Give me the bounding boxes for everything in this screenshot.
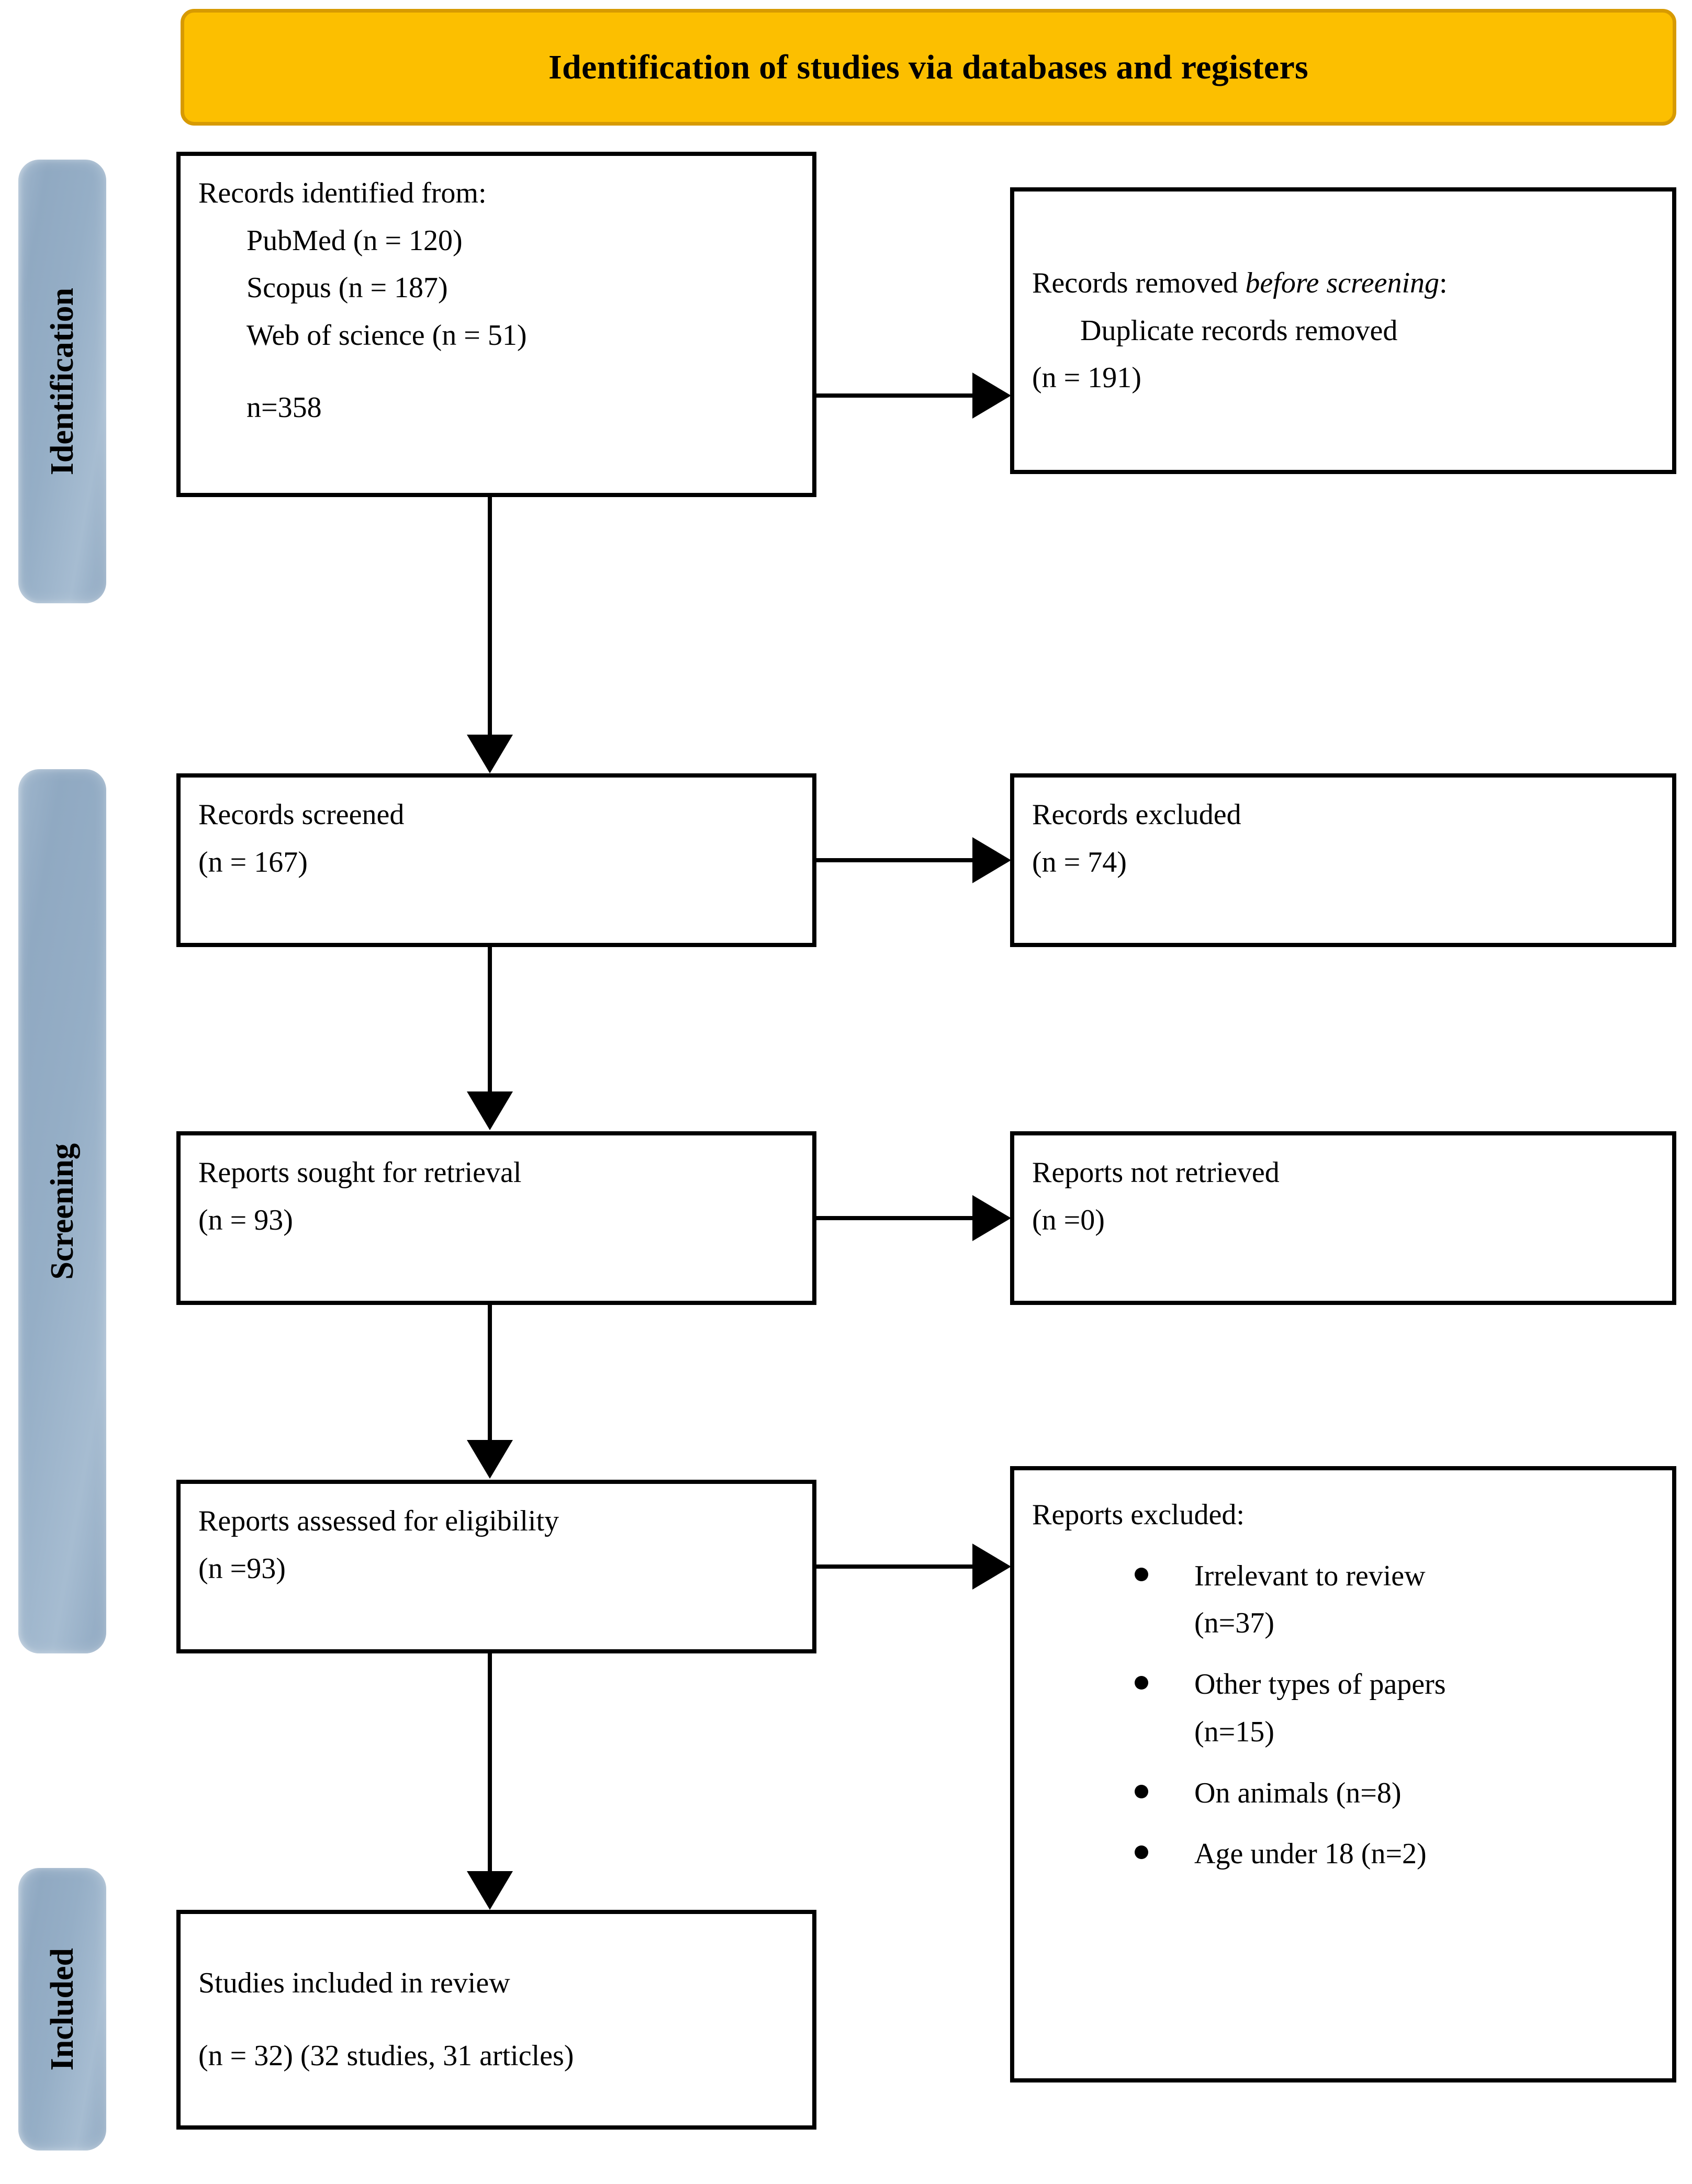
records-removed-emphasis: before screening xyxy=(1245,266,1440,299)
records-screened-title: Records screened xyxy=(198,798,405,831)
reports-assessed-count: (n =93) xyxy=(198,1552,286,1585)
records-excluded-title: Records excluded xyxy=(1032,798,1241,831)
reason-text: On animals (n=8) xyxy=(1194,1776,1402,1809)
box-records-screened: Records screened (n = 167) xyxy=(176,773,816,947)
duplicate-records-removed: Duplicate records removed xyxy=(1080,314,1398,347)
records-identified-total: n=358 xyxy=(246,391,322,424)
records-removed-count: (n = 191) xyxy=(1032,362,1141,395)
list-item: On animals (n=8) xyxy=(1032,1770,1654,1817)
connector-sought-to-not-retrieved xyxy=(816,1216,973,1220)
reason-text: Irrelevant to review xyxy=(1194,1559,1426,1592)
records-identified-title: Records identified from: xyxy=(198,177,487,209)
reports-assessed-title: Reports assessed for eligibility xyxy=(198,1505,559,1537)
box-reports-assessed-for-eligibility: Reports assessed for eligibility (n =93) xyxy=(176,1480,816,1653)
reason-text: Age under 18 (n=2) xyxy=(1194,1838,1427,1871)
arrowhead-sought-to-assessed xyxy=(467,1440,513,1479)
arrowhead-screened-to-sought xyxy=(467,1091,513,1130)
reports-sought-count: (n = 93) xyxy=(198,1203,293,1236)
page-title: Identification of studies via databases … xyxy=(548,48,1309,86)
reason-count: (n=37) xyxy=(1194,1607,1274,1640)
arrowhead-assessed-to-included xyxy=(467,1871,513,1910)
records-screened-count: (n = 167) xyxy=(198,846,308,879)
connector-assessed-to-included xyxy=(488,1653,492,1873)
records-removed-title: Records removed before screening: xyxy=(1032,260,1654,307)
box-records-excluded: Records excluded (n = 74) xyxy=(1010,773,1676,947)
bullet-icon xyxy=(1135,1676,1148,1690)
header-banner: Identification of studies via databases … xyxy=(181,9,1676,126)
spacer xyxy=(198,359,794,385)
source-web-of-science: Web of science (n = 51) xyxy=(246,319,527,352)
source-scopus: Scopus (n = 187) xyxy=(246,272,448,305)
box-reports-excluded: Reports excluded: Irrelevant to review (… xyxy=(1010,1466,1676,2082)
stage-label-screening: Screening xyxy=(44,1143,80,1280)
box-studies-included-in-review: Studies included in review (n = 32) (32 … xyxy=(176,1910,816,2130)
source-pubmed: PubMed (n = 120) xyxy=(246,224,463,257)
records-removed-prefix: Records removed xyxy=(1032,266,1246,299)
bullet-icon xyxy=(1135,1784,1148,1798)
arrowhead-sought-to-not-retrieved xyxy=(972,1195,1011,1241)
reports-excluded-title: Reports excluded: xyxy=(1032,1499,1245,1531)
list-item: Age under 18 (n=2) xyxy=(1032,1830,1654,1878)
reports-excluded-reason-list: Irrelevant to review (n=37) Other types … xyxy=(1032,1552,1654,1878)
stage-bar-included: Included xyxy=(18,1868,106,2151)
reports-not-retrieved-title: Reports not retrieved xyxy=(1032,1156,1280,1189)
connector-assessed-to-excluded xyxy=(816,1564,973,1569)
reports-sought-title: Reports sought for retrieval xyxy=(198,1156,522,1189)
connector-identified-to-removed xyxy=(816,393,973,398)
box-records-removed: Records removed before screening: Duplic… xyxy=(1010,187,1676,474)
connector-identified-to-screened xyxy=(488,497,492,737)
reason-text: Other types of papers xyxy=(1194,1668,1446,1701)
bullet-icon xyxy=(1135,1845,1148,1860)
arrowhead-screened-to-excluded xyxy=(972,837,1011,883)
connector-screened-to-sought xyxy=(488,947,492,1094)
stage-label-included: Included xyxy=(44,1947,80,2071)
box-reports-sought-for-retrieval: Reports sought for retrieval (n = 93) xyxy=(176,1131,816,1305)
list-item: Irrelevant to review (n=37) xyxy=(1032,1552,1654,1647)
list-item: Other types of papers (n=15) xyxy=(1032,1661,1654,1755)
spacer xyxy=(198,2007,794,2032)
box-records-identified: Records identified from: PubMed (n = 120… xyxy=(176,152,816,497)
arrowhead-identified-to-screened xyxy=(467,735,513,773)
stage-label-identification: Identification xyxy=(44,287,80,476)
connector-sought-to-assessed xyxy=(488,1305,492,1442)
records-excluded-count: (n = 74) xyxy=(1032,846,1127,879)
arrowhead-identified-to-removed xyxy=(972,373,1011,419)
records-removed-suffix: : xyxy=(1439,266,1448,299)
studies-included-title: Studies included in review xyxy=(198,1967,510,2000)
arrowhead-assessed-to-excluded xyxy=(972,1544,1011,1590)
stage-bar-identification: Identification xyxy=(18,160,106,603)
reports-not-retrieved-count: (n =0) xyxy=(1032,1203,1105,1236)
studies-included-count: (n = 32) (32 studies, 31 articles) xyxy=(198,2039,574,2072)
connector-screened-to-excluded xyxy=(816,858,973,862)
bullet-icon xyxy=(1135,1567,1148,1581)
box-reports-not-retrieved: Reports not retrieved (n =0) xyxy=(1010,1131,1676,1305)
stage-bar-screening: Screening xyxy=(18,769,106,1653)
reason-count: (n=15) xyxy=(1194,1715,1274,1748)
